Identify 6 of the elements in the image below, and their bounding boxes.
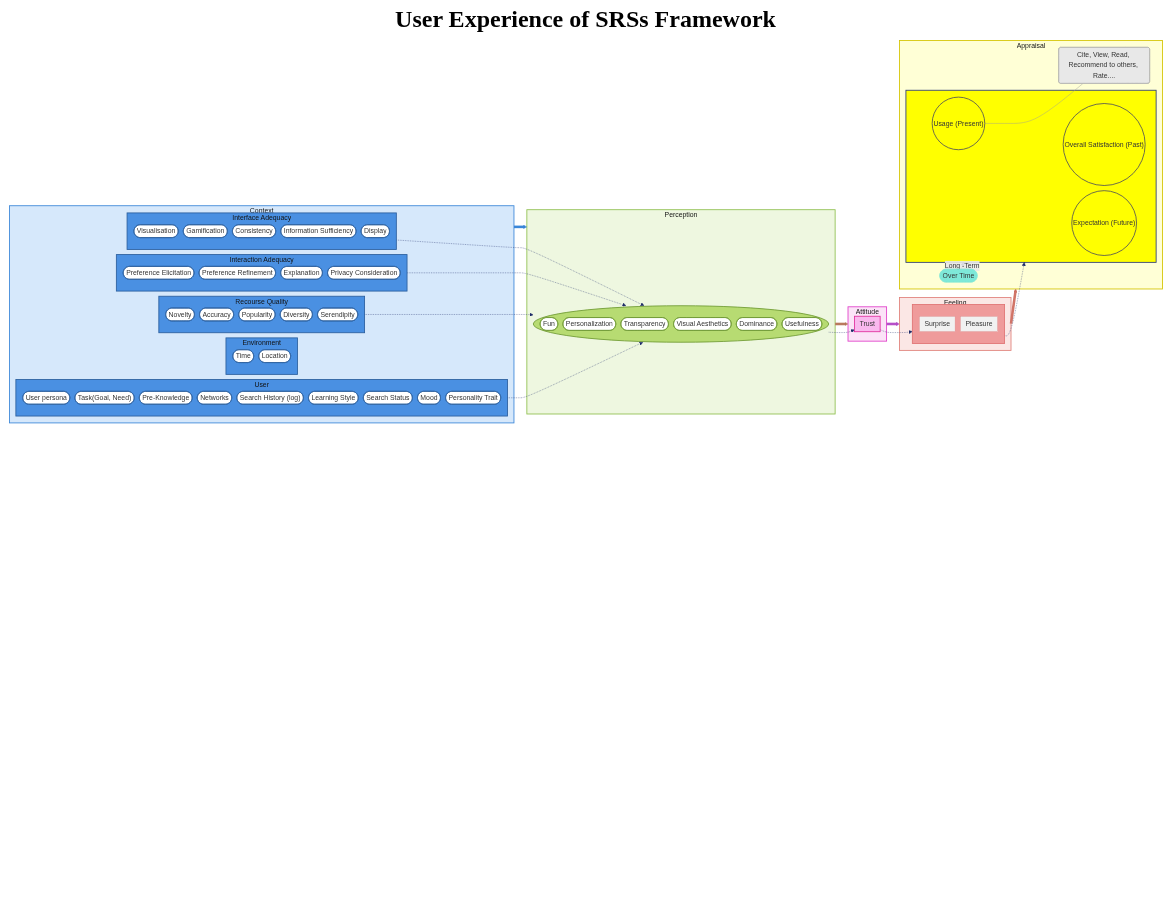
arrow <box>1009 288 1017 324</box>
cluster <box>911 304 1005 344</box>
connector <box>984 83 1083 124</box>
cluster <box>905 89 1157 263</box>
arrow <box>513 225 527 229</box>
diagram-title: User Experience of SRSs Framework <box>394 6 777 33</box>
